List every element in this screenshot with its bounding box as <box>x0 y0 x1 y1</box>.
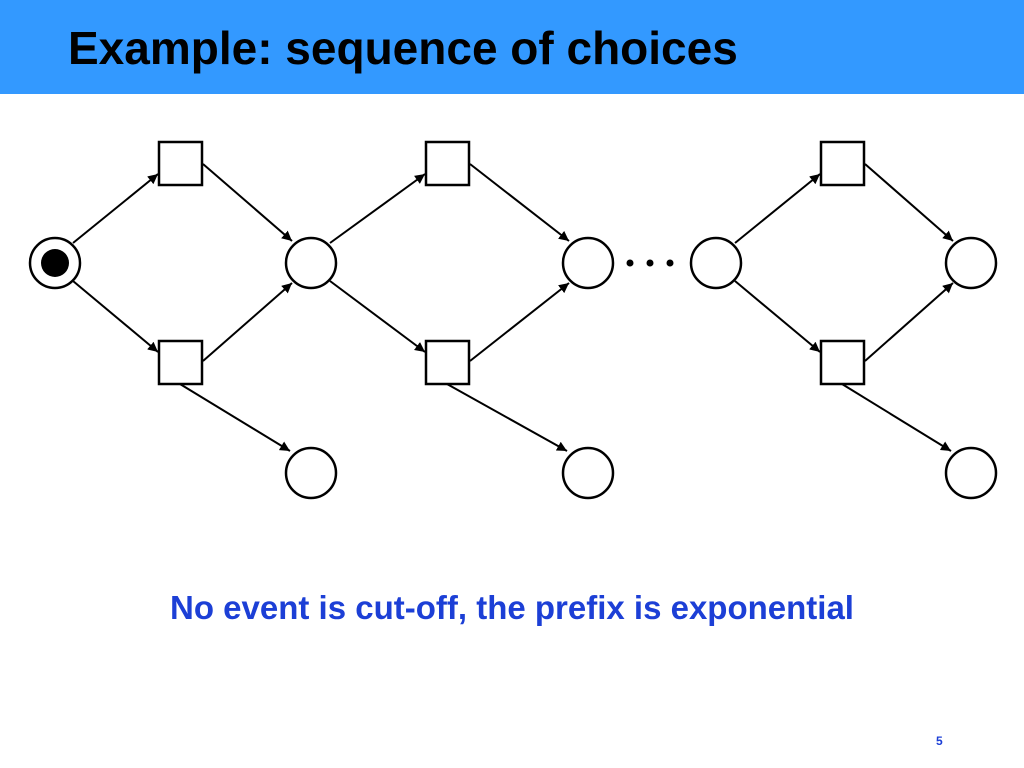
transition-t1a <box>157 140 204 187</box>
arc-t3b-p6 <box>864 282 954 362</box>
arcs-block-3 <box>734 163 954 452</box>
token <box>41 249 69 277</box>
arcs-block-2 <box>329 163 570 452</box>
caption: No event is cut-off, the prefix is expon… <box>170 589 854 626</box>
slide-title: Example: sequence of choices <box>68 22 738 74</box>
transition-t2a <box>424 140 471 187</box>
title-bar <box>0 0 1024 94</box>
arc-t1a-p1 <box>202 163 293 242</box>
place-p2 <box>284 446 338 500</box>
transition-t2b <box>424 339 471 386</box>
place-p1 <box>284 236 338 290</box>
transitions <box>157 140 866 386</box>
arc-t3b-p7 <box>841 383 952 452</box>
arc-t3a-p6 <box>864 163 954 242</box>
transition-t3a <box>819 140 866 187</box>
arc-p5-t3a <box>734 173 821 244</box>
places <box>28 236 998 500</box>
place-p5 <box>689 236 743 290</box>
arc-p1-t2b <box>329 280 426 353</box>
arc-t1b-p1 <box>202 282 293 362</box>
place-p3 <box>561 236 615 290</box>
arc-t2a-p3 <box>469 163 570 242</box>
place-p6 <box>944 236 998 290</box>
arc-p0-t1a <box>72 173 159 244</box>
arc-t1b-p2 <box>179 383 291 452</box>
arc-t2b-p3 <box>469 282 570 362</box>
place-p4 <box>561 446 615 500</box>
ellipsis-dots <box>626 259 674 267</box>
arc-p5-t3b <box>734 280 821 353</box>
transition-t3b <box>819 339 866 386</box>
transition-t1b <box>157 339 204 386</box>
page-number: 5 <box>936 734 943 748</box>
place-p7 <box>944 446 998 500</box>
arc-t2b-p4 <box>446 383 568 452</box>
arc-p0-t1b <box>72 280 159 353</box>
arcs-block-1 <box>72 163 293 452</box>
arc-p1-t2a <box>329 173 426 244</box>
